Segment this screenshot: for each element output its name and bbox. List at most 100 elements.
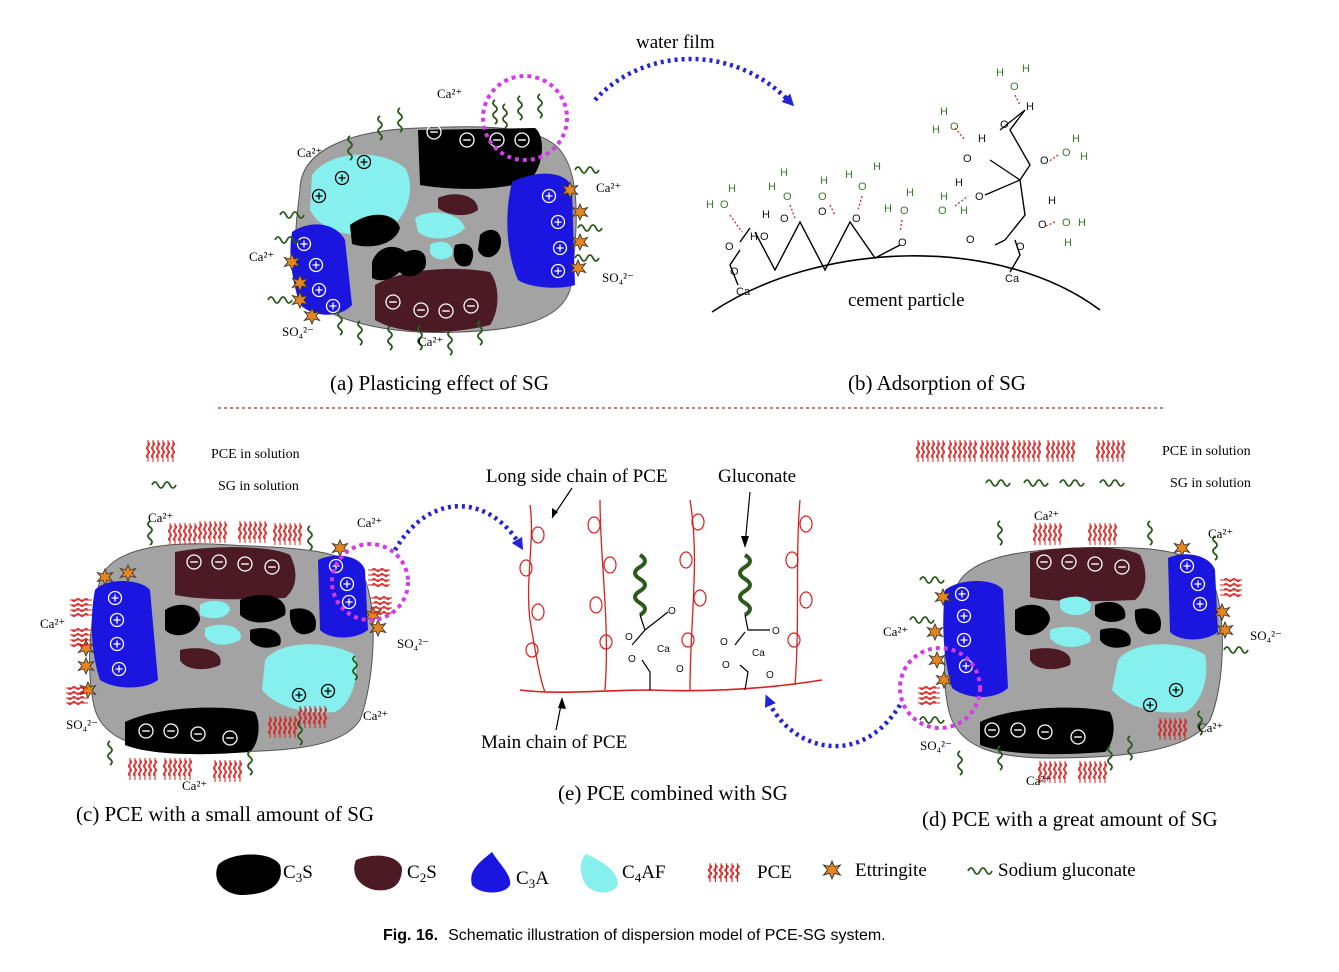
caption-a: (a) Plasticing effect of SG — [330, 371, 549, 395]
ion-label: Ca²⁺ — [1208, 526, 1233, 541]
legend-pce-label: PCE — [757, 862, 792, 883]
svg-text:O: O — [1062, 217, 1071, 229]
svg-text:H: H — [884, 203, 892, 215]
svg-text:H: H — [996, 67, 1004, 79]
ion-label: SO₄²⁻ — [602, 270, 634, 285]
svg-text:O: O — [852, 213, 861, 225]
ion-label: SO₄²⁻ — [1250, 628, 1282, 643]
svg-text:H: H — [728, 183, 736, 195]
legend-c3s-swatch — [216, 854, 281, 895]
svg-text:H: H — [750, 231, 758, 243]
ion-label: Ca²⁺ — [883, 624, 908, 639]
svg-text:O: O — [625, 632, 633, 643]
svg-text:H: H — [940, 106, 948, 118]
ion-label: Ca²⁺ — [1034, 508, 1059, 523]
caption-e: (e) PCE combined with SG — [558, 781, 788, 805]
caption-c: (c) PCE with a small amount of SG — [76, 802, 374, 826]
ion-label: SO₄²⁻ — [282, 324, 314, 339]
svg-text:O: O — [780, 213, 789, 225]
svg-text:H: H — [1078, 217, 1086, 229]
svg-text:O: O — [720, 637, 728, 648]
svg-text:O: O — [938, 205, 947, 217]
svg-text:H: H — [873, 161, 881, 173]
svg-text:O: O — [966, 234, 975, 246]
legend-c3a-label: C3A — [516, 868, 549, 891]
svg-text:O: O — [676, 664, 684, 675]
ion-label: SO₄²⁻ — [397, 636, 429, 651]
zoom-ring — [898, 646, 982, 730]
ion-label: Ca²⁺ — [363, 708, 388, 723]
legend: C3S C2S C3A C4AF PCE Ettringite Sodium g… — [216, 852, 1136, 895]
svg-text:O: O — [858, 181, 867, 193]
legend-c2s-label: C2S — [407, 862, 437, 885]
legend-pce-label: PCE in solution — [211, 447, 300, 462]
svg-text:O: O — [1062, 147, 1071, 159]
panel-c: PCE in solution SG in solution Ca²⁺ Ca²⁺… — [40, 439, 429, 826]
svg-text:Ca: Ca — [657, 644, 670, 655]
ion-label: Ca²⁺ — [148, 510, 173, 525]
label-side-chain: Long side chain of PCE — [486, 466, 668, 487]
zoom-ring — [481, 74, 569, 162]
main-chain — [519, 679, 823, 694]
svg-text:H: H — [768, 181, 776, 193]
svg-text:O: O — [1040, 155, 1049, 167]
ion-label: Ca²⁺ — [40, 616, 65, 631]
figure-caption: Fig. 16. Schematic illustration of dispe… — [383, 927, 886, 944]
svg-text:O: O — [766, 670, 774, 681]
legend-pce-swatch — [707, 862, 740, 883]
svg-text:O: O — [1000, 119, 1009, 131]
label-gluconate: Gluconate — [718, 466, 796, 487]
legend-sg-swatch — [967, 867, 993, 875]
svg-text:H: H — [1026, 101, 1034, 113]
svg-text:O: O — [950, 121, 959, 133]
svg-text:O: O — [772, 626, 780, 637]
svg-text:H: H — [1048, 195, 1056, 207]
legend-pce-label: PCE in solution — [1162, 444, 1251, 459]
svg-text:O: O — [628, 654, 636, 665]
svg-text:H: H — [1064, 237, 1072, 249]
svg-text:H: H — [1072, 133, 1080, 145]
svg-text:H: H — [762, 209, 770, 221]
svg-text:Ca: Ca — [752, 648, 765, 659]
svg-text:O: O — [783, 191, 792, 203]
c3s-phase — [418, 128, 542, 189]
svg-text:O: O — [760, 231, 769, 243]
svg-text:O: O — [898, 237, 907, 249]
legend-sg-label: SG in solution — [218, 479, 299, 494]
legend-c4af-label: C4AF — [622, 862, 665, 885]
svg-text:O: O — [900, 205, 909, 217]
legend-pce-row — [915, 439, 1126, 463]
ion-label: SO₄²⁻ — [920, 738, 952, 753]
panel-e: O O Ca O O O O Ca O O Long side chain of… — [481, 466, 823, 805]
ion-label: Ca²⁺ — [249, 249, 274, 264]
water-film-arrow — [593, 56, 795, 107]
svg-text:H: H — [932, 124, 940, 136]
svg-text:H: H — [906, 187, 914, 199]
panel-a: Ca²⁺ Ca²⁺ Ca²⁺ Ca²⁺ SO₄²⁻ SO₄²⁻ Ca²⁺ (a)… — [249, 74, 634, 395]
svg-text:O: O — [722, 660, 730, 671]
svg-text:H: H — [1022, 63, 1030, 75]
label-main-chain: Main chain of PCE — [481, 732, 627, 753]
ion-label: Ca²⁺ — [182, 778, 207, 793]
arrow-c-to-e — [393, 504, 524, 552]
svg-text:H: H — [780, 167, 788, 179]
svg-text:O: O — [963, 153, 972, 165]
ion-label: Ca²⁺ — [596, 180, 621, 195]
ion-label: Ca²⁺ — [437, 86, 462, 101]
legend-ettringite-icon — [823, 860, 841, 880]
svg-text:H: H — [955, 177, 963, 189]
svg-text:Ca: Ca — [1005, 273, 1020, 285]
ion-label: Ca²⁺ — [357, 515, 382, 530]
ion-label: Ca²⁺ — [418, 334, 443, 349]
svg-text:H: H — [820, 175, 828, 187]
svg-text:H: H — [845, 169, 853, 181]
svg-text:O: O — [818, 206, 827, 218]
svg-text:O: O — [668, 606, 676, 617]
svg-text:O: O — [1010, 81, 1019, 93]
svg-text:O: O — [725, 241, 734, 253]
svg-text:Ca: Ca — [736, 286, 751, 298]
c3a-phase — [507, 173, 575, 288]
svg-text:H: H — [940, 191, 948, 203]
gluconate-chain — [633, 553, 647, 617]
